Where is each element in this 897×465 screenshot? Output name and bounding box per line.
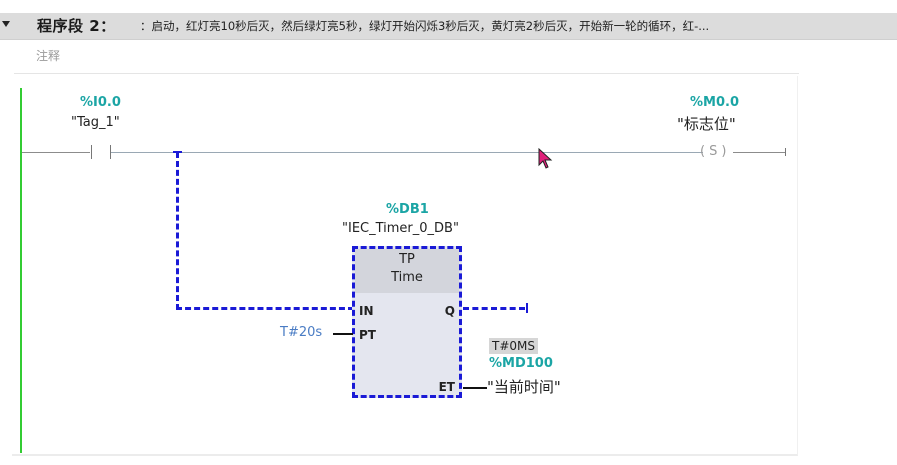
network-description[interactable]: ：启动，红灯亮10秒后灭，然后绿灯亮5秒，绿灯开始闪烁3秒后灭，黄灯亮2秒后灭，… (140, 19, 710, 33)
coil-tag[interactable]: "标志位" (677, 115, 736, 133)
timer-type: TP (399, 252, 415, 267)
timer-instance-address[interactable]: %DB1 (386, 202, 429, 217)
network-title: 程序段 2： (37, 17, 116, 35)
contact-tag[interactable]: "Tag_1" (71, 115, 120, 130)
rung-wire-right (733, 152, 785, 153)
network-comment[interactable]: 注释 (36, 49, 61, 63)
coil-label: S (709, 144, 718, 159)
coil-paren-right: ) (721, 144, 727, 159)
contact-bar-left (91, 145, 92, 159)
contact-bar-right (110, 145, 111, 159)
collapse-triangle-icon[interactable] (2, 21, 10, 27)
contact-address[interactable]: %I0.0 (80, 95, 121, 110)
rung-wire-left (22, 152, 90, 153)
et-tag[interactable]: "当前时间" (487, 378, 561, 396)
mouse-cursor-icon (538, 148, 553, 169)
network-frame (12, 76, 798, 456)
branch-wire-vertical[interactable] (176, 152, 179, 310)
timer-data-type: Time (391, 270, 423, 285)
pin-pt[interactable]: PT (359, 328, 376, 342)
et-wire (463, 387, 487, 389)
pin-in[interactable]: IN (359, 304, 374, 318)
coil-paren-left: ( (700, 144, 706, 159)
pt-value[interactable]: T#20s (280, 325, 323, 340)
network-header-bar[interactable] (0, 13, 897, 40)
coil-address[interactable]: %M0.0 (690, 95, 739, 110)
rung-end-marker (785, 148, 786, 156)
et-monitor-value: T#0MS (489, 338, 538, 354)
et-address[interactable]: %MD100 (489, 356, 553, 371)
pt-wire (333, 333, 353, 335)
pin-q[interactable]: Q (444, 304, 455, 318)
pin-et[interactable]: ET (438, 380, 455, 394)
timer-block-header: TP Time (355, 249, 459, 293)
rung-wire-main (111, 152, 703, 153)
comment-divider (14, 73, 799, 74)
q-output-end (526, 303, 528, 313)
branch-wire-to-in[interactable] (176, 307, 354, 310)
tp-timer-block[interactable]: TP Time IN Q PT ET (352, 246, 462, 398)
q-output-wire[interactable] (463, 307, 525, 310)
set-coil-icon[interactable]: (S) (700, 144, 726, 159)
timer-instance-name[interactable]: "IEC_Timer_0_DB" (342, 221, 459, 236)
branch-junction (173, 151, 182, 153)
power-rail (20, 88, 22, 453)
